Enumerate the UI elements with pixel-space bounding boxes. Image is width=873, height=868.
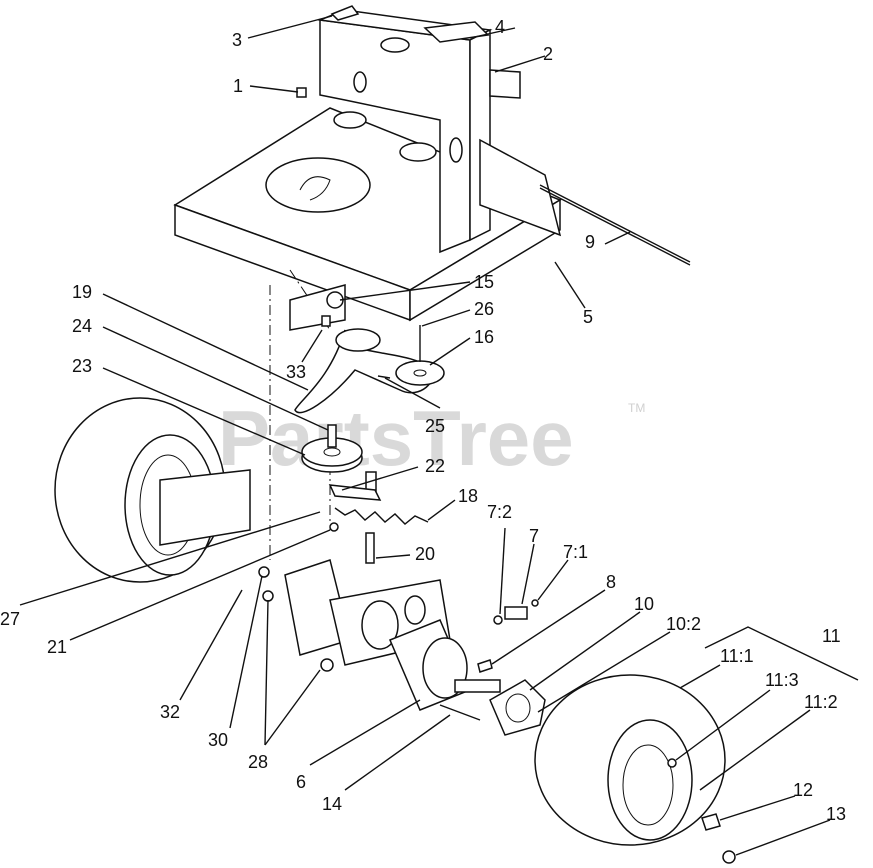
part-28-nut-a (262, 590, 274, 602)
deck-plate-side (409, 198, 561, 322)
callout-11-3: 11:3 (765, 670, 799, 690)
part-5-panel (479, 138, 562, 237)
callout-5: 5 (583, 307, 593, 327)
callout-12: 12 (793, 780, 813, 800)
callout-7-2: 7:2 (487, 502, 512, 522)
callout-14: 14 (322, 794, 342, 814)
leader-lines (19, 15, 831, 856)
part-2-decal (489, 69, 521, 99)
callout-26: 26 (474, 299, 494, 319)
part-19-belt (294, 329, 434, 414)
part-33-bolt (321, 315, 331, 327)
left-wheel (54, 397, 251, 583)
deck-opening (265, 157, 371, 213)
part-1-bolt (296, 87, 307, 98)
part-21-nut (329, 522, 339, 532)
callout-27: 27 (0, 609, 20, 629)
part-3-tab (330, 5, 360, 21)
callout-6: 6 (296, 772, 306, 792)
callout-20: 20 (415, 544, 435, 564)
watermark-text: PartsTree (218, 394, 574, 482)
callout-7-1: 7:1 (563, 542, 588, 562)
callout-18: 18 (458, 486, 478, 506)
callout-8: 8 (606, 572, 616, 592)
part-11-3-valve (667, 758, 677, 768)
callout-11: 11 (822, 626, 841, 646)
part-7-1-oring (531, 599, 539, 607)
callout-33: 33 (286, 362, 306, 382)
callout-3: 3 (232, 30, 242, 50)
callout-32: 32 (160, 702, 180, 722)
right-wheel (534, 674, 736, 864)
callout-9: 9 (585, 232, 595, 252)
left-motor-plate (159, 469, 251, 546)
callout-11-2: 11:2 (804, 692, 838, 712)
callout-labels: 3 1 4 2 9 5 15 26 16 19 24 23 33 25 22 1… (0, 17, 846, 824)
callout-15: 15 (474, 272, 494, 292)
callout-21: 21 (47, 637, 67, 657)
part-7-fitting (504, 606, 528, 620)
callout-4: 4 (495, 17, 505, 37)
motor-shaft (454, 679, 501, 693)
callout-23: 23 (72, 356, 92, 376)
callout-2: 2 (543, 44, 553, 64)
part-9-cable (539, 184, 691, 263)
callout-25: 25 (425, 416, 445, 436)
part-13-cap (722, 850, 736, 864)
part-10-hub (489, 679, 546, 736)
callout-19: 19 (72, 282, 92, 302)
callout-7: 7 (529, 526, 539, 546)
part-16-pulley (395, 360, 445, 386)
idler-arm (328, 484, 382, 501)
right-rim (607, 719, 693, 841)
frame-assembly (173, 5, 691, 322)
part-14-bolt (439, 704, 481, 721)
callout-10: 10 (634, 594, 654, 614)
callout-28: 28 (248, 752, 268, 772)
part-7-2-oring (493, 615, 503, 625)
callout-16: 16 (474, 327, 494, 347)
part-20-bolt (365, 532, 375, 564)
upper-pulley (335, 328, 381, 352)
callout-13: 13 (826, 804, 846, 824)
part-30-nut (258, 566, 270, 578)
part-8-key (477, 659, 493, 673)
callout-10-2: 10:2 (666, 614, 701, 634)
callout-1: 1 (233, 76, 243, 96)
part-28-nut-b (320, 658, 334, 672)
callout-11-1: 11:1 (720, 646, 754, 666)
part-11-group-bracket (704, 626, 859, 681)
part-25-key (377, 375, 391, 379)
part-24-key (327, 424, 337, 448)
callout-30: 30 (208, 730, 228, 750)
watermark-trademark: TM (628, 401, 645, 415)
callout-22: 22 (425, 456, 445, 476)
callout-24: 24 (72, 316, 92, 336)
part-12-nut (701, 813, 721, 831)
part-18-spring (334, 507, 429, 525)
